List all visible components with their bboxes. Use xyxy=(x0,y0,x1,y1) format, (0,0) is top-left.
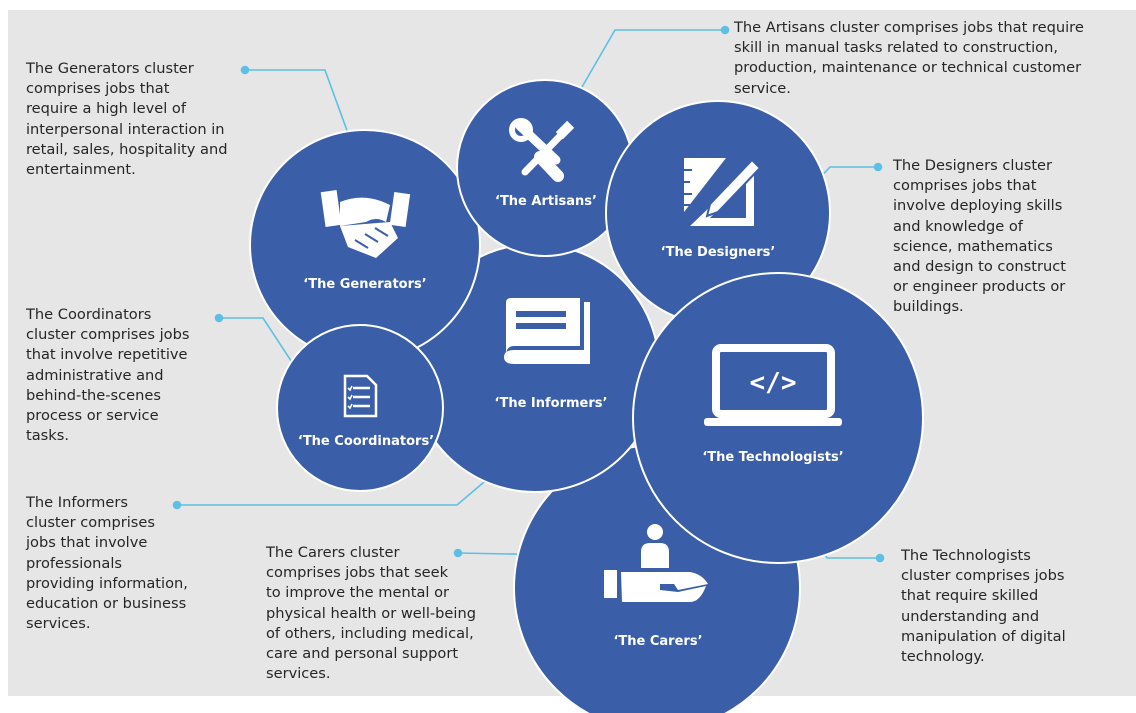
book-icon xyxy=(504,298,590,364)
svg-text:</>: </> xyxy=(750,368,797,398)
coordinators-description: The Coordinators cluster comprises jobs … xyxy=(26,306,190,445)
label-generators: ‘The Generators’ xyxy=(303,277,426,292)
label-technologists: ‘The Technologists’ xyxy=(702,450,843,465)
caring-hand-icon xyxy=(604,524,708,602)
label-coordinators: ‘The Coordinators’ xyxy=(298,434,434,449)
generators-description: The Generators cluster comprises jobs th… xyxy=(26,60,228,179)
label-artisans: ‘The Artisans’ xyxy=(495,194,597,209)
ruler-pencil-icon xyxy=(684,158,762,226)
label-carers: ‘The Carers’ xyxy=(613,634,702,649)
laptop-code-icon: </> xyxy=(704,344,842,426)
artisans-description: The Artisans cluster comprises jobs that… xyxy=(734,19,1084,97)
circle-coordinators xyxy=(276,324,444,492)
handshake-icon xyxy=(320,190,411,258)
carers-description: The Carers cluster comprises jobs that s… xyxy=(266,544,476,683)
label-designers: ‘The Designers’ xyxy=(661,245,776,260)
tools-icon xyxy=(509,118,575,182)
checklist-icon xyxy=(343,374,378,418)
connector-lines xyxy=(172,25,885,563)
technologists-description: The Technologists cluster comprises jobs… xyxy=(901,547,1066,666)
designers-description: The Designers cluster comprises jobs tha… xyxy=(893,157,1066,316)
label-informers: ‘The Informers’ xyxy=(495,396,608,411)
informers-description: The Informers cluster comprises jobs tha… xyxy=(26,494,188,633)
